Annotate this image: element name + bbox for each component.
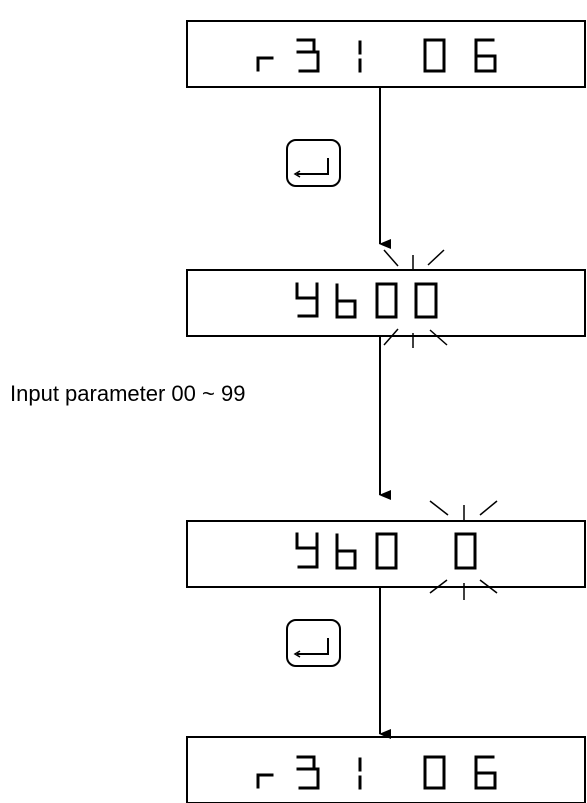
lcd-display-2 <box>186 249 586 348</box>
enter-key-icon <box>286 139 341 187</box>
enter-key-icon <box>286 619 341 667</box>
blink-indicator <box>429 500 498 600</box>
lcd-display-4 <box>186 736 586 803</box>
lcd-display-1 <box>186 20 586 88</box>
lcd-display-3 <box>186 500 586 600</box>
blink-indicator <box>383 249 448 348</box>
instruction-label: Input parameter 00 ~ 99 <box>10 381 246 406</box>
